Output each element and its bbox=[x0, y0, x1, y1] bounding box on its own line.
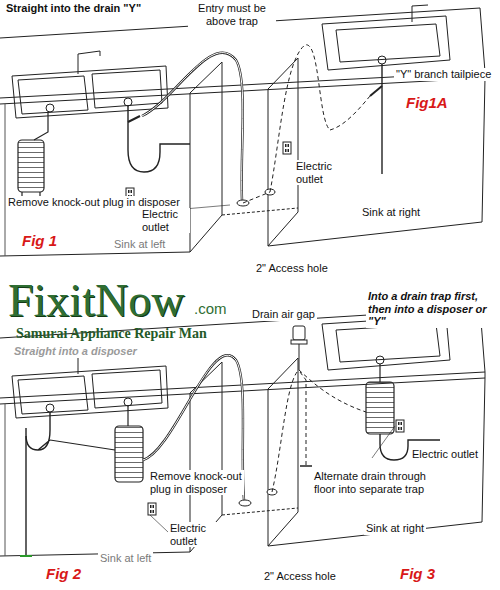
drain-air-gap bbox=[291, 326, 307, 370]
y-branch-tailpiece bbox=[330, 64, 382, 174]
disposer bbox=[18, 112, 48, 200]
double-sink bbox=[12, 351, 168, 418]
figure-number: Fig1A bbox=[404, 94, 450, 111]
disposer bbox=[50, 406, 143, 482]
drain-hose-core bbox=[142, 53, 243, 200]
logo-tagline: Samurai Appliance Repair Man bbox=[14, 326, 209, 342]
part-label: Sink at right bbox=[360, 206, 422, 219]
part-label: Sink at right bbox=[364, 522, 426, 535]
part-label: Electric outlet bbox=[168, 522, 218, 547]
drain-hose-core bbox=[143, 355, 244, 500]
logo: FixitNow bbox=[8, 278, 184, 324]
electric-outlet bbox=[396, 420, 404, 432]
figure-number: Fig 1 bbox=[20, 232, 59, 249]
alternate-drain bbox=[300, 372, 306, 466]
double-sink bbox=[12, 51, 168, 118]
part-label: Alternate drain through floor into separ… bbox=[312, 470, 434, 495]
part-label: Electric outlet bbox=[140, 208, 190, 233]
electric-outlet bbox=[148, 503, 156, 515]
note: Entry must be above trap bbox=[188, 2, 276, 27]
counter-cabinet bbox=[0, 8, 485, 256]
part-label: Sink at left bbox=[98, 552, 153, 565]
disposer bbox=[366, 364, 440, 460]
figure-number: Fig 2 bbox=[44, 565, 83, 582]
drain-hose bbox=[142, 53, 243, 200]
figure-heading: Into a drain trap first, then into a dis… bbox=[366, 290, 496, 328]
access-hole bbox=[239, 500, 251, 506]
part-label: 2" Access hole bbox=[262, 570, 338, 583]
counter-cabinet bbox=[0, 308, 485, 556]
part-label: Remove knock-out plug in disposer bbox=[6, 196, 182, 209]
logo: .com bbox=[192, 300, 229, 317]
single-sink bbox=[322, 5, 450, 70]
part-label: Drain air gap bbox=[250, 308, 317, 321]
separate-trap bbox=[300, 465, 312, 467]
trap-to-floor bbox=[20, 412, 50, 556]
figure-heading: Straight into a disposer bbox=[12, 345, 139, 358]
drain-hose bbox=[143, 355, 244, 500]
drain-y-and-trap bbox=[128, 106, 190, 172]
part-label: Remove knock-out plug in disposer bbox=[148, 470, 244, 495]
part-label: Sink at left bbox=[112, 238, 167, 251]
figure-number: Fig 3 bbox=[398, 565, 437, 582]
electric-outlet bbox=[283, 142, 291, 154]
part-label: Electric outlet bbox=[410, 448, 480, 461]
part-label: "Y" branch tailpiece bbox=[394, 68, 493, 81]
part-label: 2" Access hole bbox=[254, 262, 330, 275]
part-label: Electric outlet bbox=[294, 160, 344, 185]
figure-heading: Straight into the drain "Y" bbox=[4, 2, 143, 15]
